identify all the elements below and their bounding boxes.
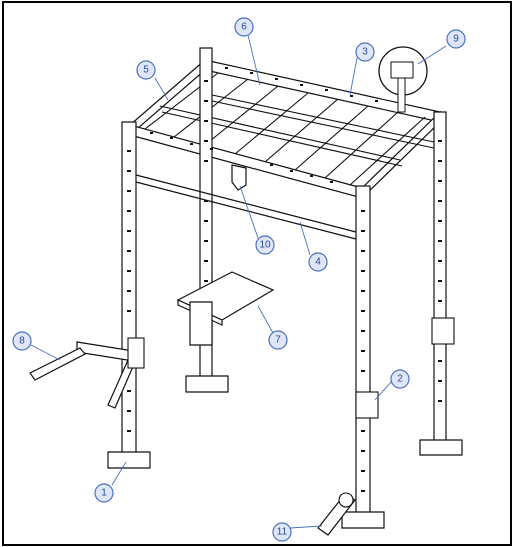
foot-plate-back-right — [419, 439, 463, 456]
beam-bracket — [231, 164, 247, 191]
callout-8: 8 — [12, 331, 32, 351]
callout-6: 6 — [234, 17, 254, 37]
dip-bar-clamp — [127, 337, 145, 369]
callout-label-2: 2 — [397, 374, 403, 385]
j-hook-front — [355, 391, 379, 419]
callout-label-3: 3 — [362, 47, 368, 58]
foot-plate-front-left — [107, 451, 151, 469]
callout-7: 7 — [268, 330, 288, 350]
callouts: 1 2 3 4 5 6 7 8 9 10 11 — [12, 17, 466, 542]
roof-front-beam — [129, 124, 363, 199]
pullup-bar-lower — [135, 181, 357, 240]
callout-1: 1 — [94, 483, 114, 503]
callout-label-10: 10 — [259, 240, 271, 251]
callout-label-9: 9 — [453, 34, 459, 45]
callout-4: 4 — [308, 252, 328, 272]
target-post — [397, 77, 406, 113]
callout-label-4: 4 — [315, 257, 321, 268]
platform-bracket — [189, 301, 213, 346]
callout-label-8: 8 — [19, 336, 25, 347]
j-hook-back — [431, 317, 455, 345]
callout-5: 5 — [136, 60, 156, 80]
upright-holes — [127, 80, 442, 492]
upright-front-left — [121, 121, 137, 458]
callout-2: 2 — [390, 369, 410, 389]
rig-frame — [29, 46, 463, 536]
leader-lines — [30, 34, 447, 529]
rear-bar-2 — [211, 100, 435, 149]
target-mount — [390, 61, 414, 79]
foot-plate-front-right — [341, 511, 385, 529]
foot-plate-back-left — [185, 375, 229, 393]
callout-label-7: 7 — [275, 335, 281, 346]
callout-label-5: 5 — [143, 65, 149, 76]
callout-3: 3 — [355, 42, 375, 62]
callout-10: 10 — [255, 235, 275, 255]
dip-bar-handle — [29, 347, 86, 381]
callout-9: 9 — [446, 29, 466, 49]
callout-label-1: 1 — [101, 488, 107, 499]
callout-11: 11 — [272, 522, 292, 542]
callout-label-6: 6 — [241, 22, 247, 33]
roof-right-beam — [361, 110, 441, 200]
landmine-pivot — [338, 492, 354, 508]
rear-bar — [211, 94, 435, 143]
callout-label-11: 11 — [277, 527, 288, 538]
